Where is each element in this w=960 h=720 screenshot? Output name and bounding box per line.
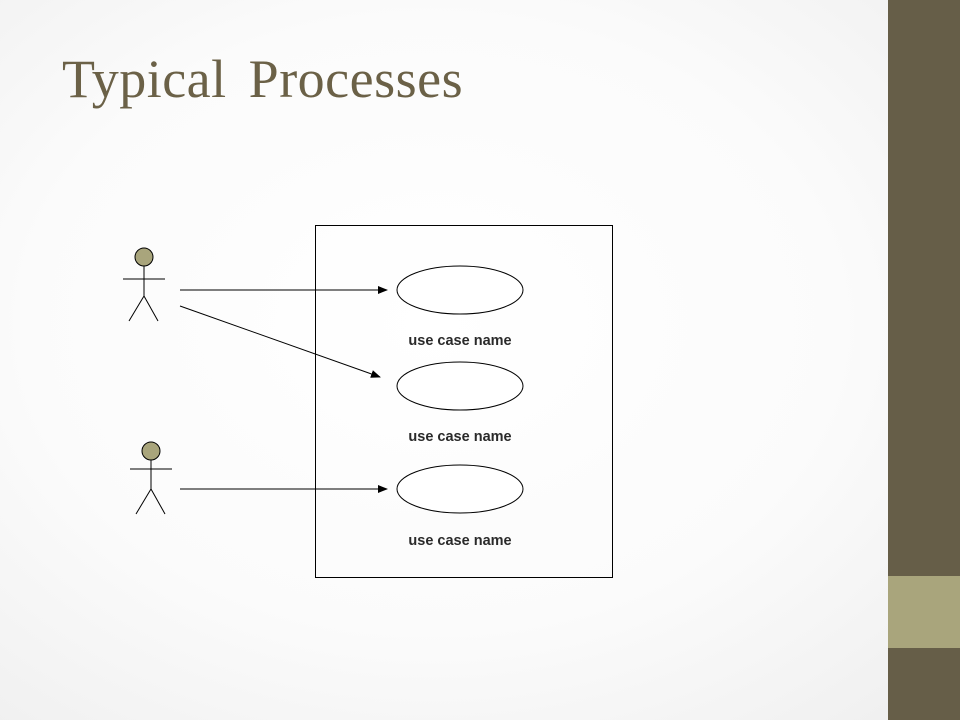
use-case-diagram: use case name use case name use case nam… — [123, 225, 613, 578]
stick-figure-icon — [130, 441, 172, 515]
use-case-1: use case name — [396, 265, 524, 349]
use-case-ellipse — [396, 265, 524, 315]
association-arrow — [179, 305, 381, 378]
use-case-ellipse — [396, 464, 524, 514]
actor-1 — [123, 247, 165, 322]
actor-2 — [130, 441, 172, 515]
sidebar-dark-band — [888, 0, 960, 576]
use-case-label: use case name — [408, 533, 511, 549]
use-case-label: use case name — [408, 333, 511, 349]
sidebar-light-band — [888, 576, 960, 648]
use-case-3: use case name — [396, 464, 524, 549]
use-case-2: use case name — [396, 361, 524, 445]
system-boundary — [315, 225, 613, 578]
sidebar-dark-band-bottom — [888, 648, 960, 720]
use-case-label: use case name — [408, 429, 511, 445]
use-case-ellipse — [396, 361, 524, 411]
stick-figure-icon — [123, 247, 165, 322]
slide-title: Typical Processes — [62, 49, 464, 109]
